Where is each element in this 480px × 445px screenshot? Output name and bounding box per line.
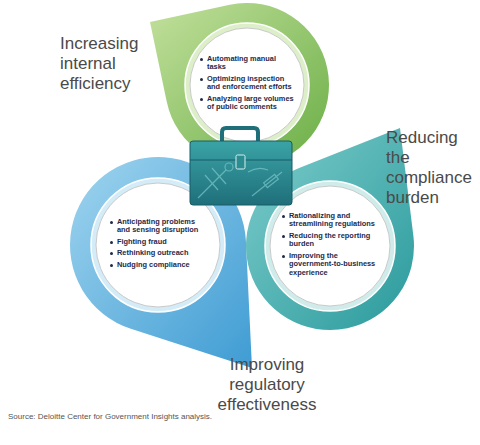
bullet-text: Rethinking outreach — [117, 248, 188, 257]
bullet-item: Analyzing large volumes of public commen… — [199, 95, 295, 112]
bullet-dot — [200, 58, 203, 61]
bullet-item: Rethinking outreach — [109, 249, 207, 258]
inner-circle — [96, 183, 220, 307]
inner-circle — [190, 28, 304, 142]
bullet-dot — [110, 252, 113, 255]
inner-ring — [265, 181, 395, 311]
bullet-item: Reducing the reporting burden — [281, 232, 379, 249]
bullet-list: Rationalizing and streamlining regulatio… — [281, 212, 379, 281]
bullet-text: Anticipating problems and sensing disrup… — [117, 217, 198, 235]
bullet-text: Reducing the reporting burden — [289, 231, 370, 249]
section-heading: Reducing the compliance burden — [386, 128, 478, 208]
bullet-dot — [282, 215, 285, 218]
bullet-item: Fighting fraud — [109, 238, 207, 247]
bullet-text: Fighting fraud — [117, 237, 167, 246]
inner-ring — [91, 178, 225, 312]
section-heading: Increasing internal efficiency — [60, 34, 142, 94]
bullet-text: Automating manual tasks — [207, 54, 276, 72]
inner-circle — [270, 186, 390, 306]
teardrop-outline — [70, 157, 252, 368]
bullet-text: Analyzing large volumes of public commen… — [207, 94, 294, 112]
bullet-dot — [110, 221, 113, 224]
bullet-item: Nudging compliance — [109, 261, 207, 270]
bullet-list: Automating manual tasksOptimizing inspec… — [199, 55, 295, 116]
bullet-item: Automating manual tasks — [199, 55, 295, 72]
source-caption: Source: Deloitte Center for Government I… — [8, 412, 212, 421]
bullet-item: Improving the government-to-business exp… — [281, 252, 379, 278]
bullet-dot — [110, 264, 113, 267]
bullet-text: Rationalizing and streamlining regulatio… — [289, 211, 375, 229]
bullet-text: Optimizing inspection and enforcement ef… — [207, 74, 292, 92]
inner-ring — [185, 23, 309, 147]
bullet-dot — [200, 98, 203, 101]
bullet-item: Optimizing inspection and enforcement ef… — [199, 75, 295, 92]
bullet-item: Anticipating problems and sensing disrup… — [109, 218, 207, 235]
bullet-item: Rationalizing and streamlining regulatio… — [281, 212, 379, 229]
bullet-dot — [110, 241, 113, 244]
bullet-text: Nudging compliance — [117, 260, 190, 269]
teardrop-outline — [150, 3, 329, 167]
bullet-dot — [200, 78, 203, 81]
section-heading: Improving regulatory effectiveness — [192, 355, 342, 415]
bullet-list: Anticipating problems and sensing disrup… — [109, 218, 207, 273]
bullet-text: Improving the government-to-business exp… — [289, 251, 375, 277]
bullet-dot — [282, 235, 285, 238]
bullet-dot — [282, 255, 285, 258]
